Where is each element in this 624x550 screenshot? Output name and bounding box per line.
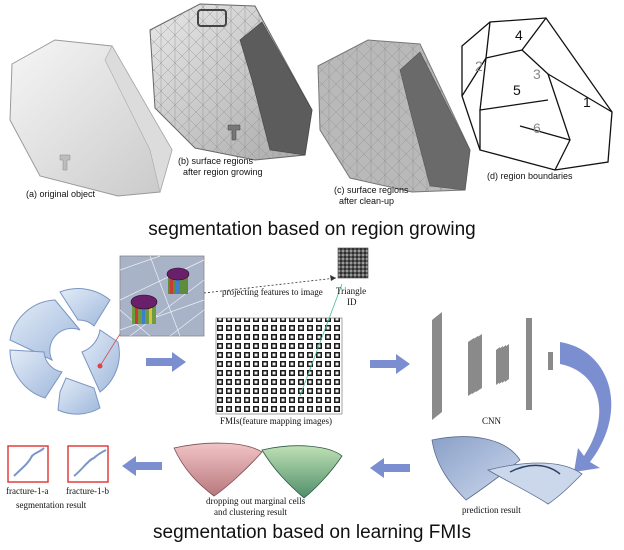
region-label-1: 1	[583, 94, 591, 110]
label-fracture-1b: fracture-1-b	[66, 486, 109, 496]
label-triangle-id-2: ID	[347, 297, 357, 307]
label-cnn: CNN	[482, 416, 502, 426]
region-label-6: 6	[533, 120, 541, 136]
label-triangle-id-1: Triangle	[336, 286, 367, 296]
label-segmentation-result: segmentation result	[16, 500, 87, 510]
region-label-4: 4	[515, 27, 523, 43]
arrow-right-1	[146, 352, 186, 372]
caption-clean-up-2: after clean-up	[339, 196, 395, 206]
label-prediction-result: prediction result	[462, 505, 521, 515]
fmi-grid	[215, 317, 343, 415]
fracture-result-boxes	[7, 445, 109, 483]
mesh-zoom-panel	[119, 255, 205, 337]
caption-region-growing-1: (b) surface regions	[178, 156, 254, 166]
section-title-learning-fmis: segmentation based on learning FMIs	[153, 522, 471, 543]
region-label-3: 3	[533, 66, 541, 82]
arrow-left-1	[370, 458, 410, 478]
prediction-result-fragments	[431, 436, 583, 505]
region-label-5: 5	[513, 82, 521, 98]
label-projecting-features: projecting features to image	[222, 287, 323, 297]
label-dropping-1: dropping out marginal cells	[206, 496, 306, 506]
arrow-left-2	[122, 456, 162, 476]
caption-original-object: (a) original object	[26, 189, 96, 199]
arrow-curved-down	[560, 342, 612, 472]
triangle-id-image	[337, 247, 369, 279]
label-fmi: FMIs(feature mapping images)	[220, 416, 332, 426]
label-fracture-1a: fracture-1-a	[6, 486, 49, 496]
broken-plate-fragments	[9, 288, 131, 415]
caption-region-growing-2: after region growing	[183, 167, 263, 177]
caption-region-boundaries: (d) region boundaries	[487, 171, 573, 181]
caption-clean-up-1: (c) surface regions	[334, 185, 409, 195]
region-label-2: 2	[475, 58, 483, 74]
section-title-region-growing: segmentation based on region growing	[148, 219, 476, 240]
clustered-fragments	[173, 442, 343, 499]
label-dropping-2: and clustering result	[214, 507, 287, 517]
cnn-diagram	[432, 312, 553, 420]
arrow-right-2	[370, 354, 410, 374]
